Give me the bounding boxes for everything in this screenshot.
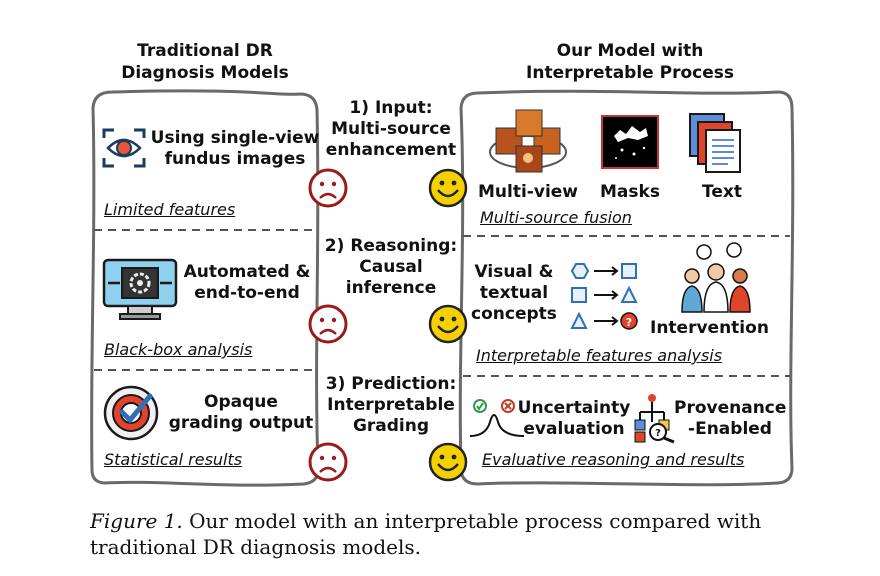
doctors-discussion-icon <box>681 242 751 313</box>
step-3-label: 3) Prediction: Interpretable Grading <box>325 374 457 436</box>
concepts-label: Visual & textual concepts <box>471 262 557 324</box>
masks-label: Masks <box>600 182 660 202</box>
step-2-label: 2) Reasoning: Causal inference <box>324 236 458 298</box>
sad-face-icon <box>308 304 348 344</box>
figure-number: Figure 1. <box>90 509 183 533</box>
sad-face-icon <box>308 168 348 208</box>
happy-face-icon <box>428 168 468 208</box>
lesion-mask-icon <box>601 115 659 169</box>
happy-face-icon <box>428 304 468 344</box>
text-documents-icon <box>689 113 741 173</box>
right-row3-footer: Evaluative reasoning and results <box>482 450 745 469</box>
left-row3-footer: Statistical results <box>104 450 243 469</box>
provenance-label: Provenance -Enabled <box>674 398 787 439</box>
left-row2-text: Automated & end-to-end <box>183 262 311 303</box>
right-panel-border <box>458 89 795 487</box>
monitor-gear-icon <box>102 258 178 320</box>
left-row3-text: Opaque grading output <box>168 392 314 433</box>
intervention-label: Intervention <box>650 318 769 338</box>
uncertainty-label: Uncertainty evaluation <box>517 398 631 439</box>
right-row2-footer: Interpretable features analysis <box>476 346 723 365</box>
multi-view-label: Multi-view <box>478 182 578 202</box>
text-label: Text <box>702 182 742 202</box>
figure-caption: Figure 1. Our model with an interpretabl… <box>90 508 810 560</box>
left-row1-text: Using single-view fundus images <box>150 128 320 169</box>
uncertainty-curve-icon <box>469 399 525 437</box>
step-1-label: 1) Input: Multi-source enhancement <box>325 98 457 160</box>
sad-face-icon <box>308 442 348 482</box>
svg-text:?: ? <box>655 428 661 439</box>
right-row1-footer: Multi-source fusion <box>480 208 632 227</box>
provenance-tree-icon: ? <box>634 394 675 444</box>
right-header: Our Model with Interpretable Process <box>526 41 734 83</box>
left-row1-footer: Limited features <box>104 200 236 219</box>
svg-text:?: ? <box>626 316 632 329</box>
eye-scan-icon <box>102 128 146 168</box>
concept-mapping-icon: ? <box>570 263 638 330</box>
multi-view-fundus-icon <box>489 109 567 173</box>
left-row2-footer: Black-box analysis <box>104 340 253 359</box>
left-panel-border <box>90 89 320 487</box>
left-header: Traditional DR Diagnosis Models <box>121 41 289 83</box>
happy-face-icon <box>428 442 468 482</box>
target-check-icon <box>103 385 159 441</box>
caption-text: Our model with an interpretable process … <box>90 509 762 559</box>
